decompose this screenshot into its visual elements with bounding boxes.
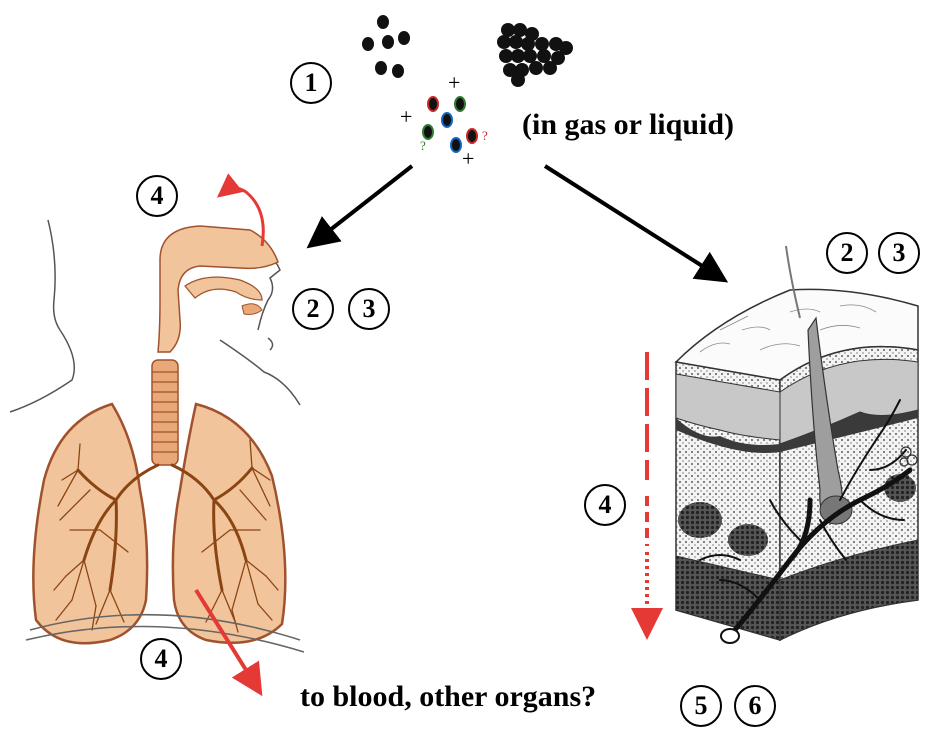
question-mark-right: ? xyxy=(482,128,488,144)
marker-6: 6 xyxy=(734,685,776,727)
marker-1: 1 xyxy=(290,62,332,104)
plus-sign-top: + xyxy=(448,70,460,96)
arrow-to-respiratory xyxy=(316,166,412,241)
plus-sign-bottom: + xyxy=(462,146,474,172)
arrow-to-skin xyxy=(545,166,718,276)
destination-label: to blood, other organs? xyxy=(300,680,596,714)
plus-sign-left: + xyxy=(400,104,412,130)
marker-4-lung: 4 xyxy=(140,638,182,680)
large-particle-cluster xyxy=(497,23,573,87)
respiratory-system xyxy=(10,188,304,686)
marker-3-respiratory: 3 xyxy=(348,288,390,330)
skin-cross-section xyxy=(647,246,918,643)
marker-3-skin: 3 xyxy=(878,232,920,274)
charged-particles xyxy=(423,97,477,152)
marker-4-exhale: 4 xyxy=(136,175,178,217)
medium-label: (in gas or liquid) xyxy=(522,108,734,142)
question-mark-left: ? xyxy=(420,138,426,154)
small-particle-cluster xyxy=(362,15,410,78)
marker-5: 5 xyxy=(680,685,722,727)
marker-2-respiratory: 2 xyxy=(292,288,334,330)
marker-2-skin: 2 xyxy=(826,232,868,274)
marker-4-skin: 4 xyxy=(584,484,626,526)
